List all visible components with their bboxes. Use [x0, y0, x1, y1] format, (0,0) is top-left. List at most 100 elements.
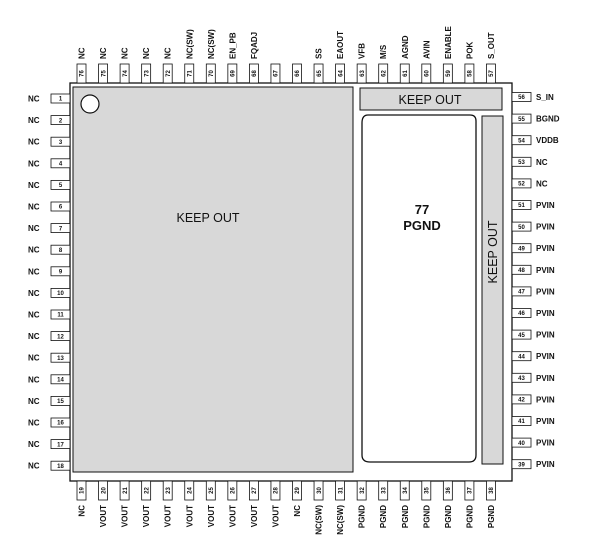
pin1-marker	[80, 94, 100, 114]
pin-label-30: NC(SW)	[315, 505, 324, 535]
pin-number-59: 59	[446, 70, 452, 77]
pin-box-32	[356, 480, 367, 501]
pin-label-1: NC	[28, 95, 40, 104]
pin-label-31: NC(SW)	[336, 505, 345, 535]
pin-number-3: 3	[59, 140, 63, 146]
pin-number-16: 16	[57, 421, 64, 427]
pin-number-32: 32	[360, 487, 366, 494]
pin-box-64	[335, 63, 346, 84]
pin-label-50: PVIN	[536, 223, 555, 232]
pin-number-47: 47	[518, 290, 525, 296]
pin-label-7: NC	[28, 224, 40, 233]
pin-box-27	[248, 480, 259, 501]
pin-number-21: 21	[123, 487, 129, 494]
pin-label-5: NC	[28, 181, 40, 190]
pin-box-24	[184, 480, 195, 501]
pin-label-29: NC	[293, 505, 302, 517]
pin-box-5	[50, 179, 71, 190]
pin-box-49	[511, 243, 532, 254]
pin-label-41: PVIN	[536, 417, 555, 426]
pin-box-67	[270, 63, 281, 84]
pin-number-24: 24	[187, 487, 193, 494]
pin-box-65	[313, 63, 324, 84]
pin-box-39	[511, 459, 532, 470]
pin-number-22: 22	[144, 487, 150, 494]
pin-number-17: 17	[57, 442, 64, 448]
pin-label-34: PGND	[401, 505, 410, 528]
pin-number-1: 1	[59, 97, 63, 103]
pin-box-34	[399, 480, 410, 501]
pin-label-65: SS	[315, 48, 324, 59]
pin-box-28	[270, 480, 281, 501]
pin-box-57	[486, 63, 496, 84]
pin-number-36: 36	[446, 487, 452, 494]
pin-number-34: 34	[403, 487, 409, 494]
pin-number-46: 46	[518, 311, 525, 317]
pin-number-11: 11	[57, 313, 64, 319]
pin-label-73: NC	[142, 47, 151, 59]
pin-number-65: 65	[317, 70, 323, 77]
pin-number-23: 23	[166, 487, 172, 494]
pin-label-72: NC	[164, 47, 173, 59]
pin-label-45: PVIN	[536, 331, 555, 340]
pin-label-60: AVIN	[422, 40, 431, 59]
pin-label-46: PVIN	[536, 309, 555, 318]
pin-box-58	[464, 63, 475, 84]
pin-number-29: 29	[295, 487, 301, 494]
pin-number-54: 54	[518, 138, 525, 144]
pin-box-71	[184, 63, 195, 84]
pin-label-26: VOUT	[228, 505, 237, 527]
pin-number-57: 57	[489, 70, 495, 77]
pin-number-58: 58	[468, 70, 474, 77]
pin-box-30	[313, 480, 324, 501]
pin-number-50: 50	[518, 225, 525, 231]
pin-number-53: 53	[518, 160, 525, 166]
pin-number-60: 60	[425, 70, 431, 77]
pin-label-55: BGND	[536, 115, 560, 124]
pin-label-76: NC	[78, 47, 87, 59]
pin-box-46	[511, 308, 532, 318]
pin-label-15: NC	[28, 397, 40, 406]
pin-number-70: 70	[209, 70, 215, 77]
pin-label-59: ENABLE	[444, 25, 453, 59]
pin-label-57: S_OUT	[487, 32, 496, 59]
pin-box-19	[76, 480, 87, 501]
pgnd-pad-number: 77	[415, 202, 429, 217]
pin-number-74: 74	[123, 70, 129, 77]
pin-label-6: NC	[28, 203, 40, 212]
pin-box-68	[248, 63, 259, 84]
pin-label-13: NC	[28, 354, 40, 363]
pin-box-17	[50, 439, 71, 450]
pin-box-41	[511, 416, 532, 426]
pin-label-9: NC	[28, 267, 40, 276]
pin-number-37: 37	[468, 487, 474, 494]
pin-box-55	[511, 113, 532, 124]
pin-box-20	[98, 480, 108, 501]
pin-box-44	[511, 351, 532, 362]
pin-box-37	[464, 480, 475, 501]
pin-label-12: NC	[28, 332, 40, 341]
pin-number-71: 71	[187, 70, 193, 77]
pin-number-30: 30	[317, 487, 323, 494]
pin-box-38	[486, 480, 496, 501]
pin-label-62: M/S	[379, 44, 388, 59]
pin-number-41: 41	[518, 419, 525, 425]
pin-box-50	[511, 221, 532, 232]
pin-number-5: 5	[59, 183, 63, 189]
pin-box-70	[205, 63, 216, 84]
pin-number-6: 6	[59, 205, 63, 211]
keepout-vertical-label: KEEP OUT	[486, 220, 500, 283]
pin-label-28: VOUT	[271, 505, 280, 527]
pin-number-49: 49	[518, 246, 525, 252]
pin-label-24: VOUT	[185, 505, 194, 527]
pin-box-59	[442, 63, 453, 84]
pin-label-74: NC	[121, 47, 130, 59]
pin-label-44: PVIN	[536, 352, 555, 361]
pin-box-3	[50, 136, 71, 147]
pin-box-36	[442, 480, 453, 501]
pin-label-37: PGND	[465, 505, 474, 528]
pin-number-72: 72	[166, 70, 172, 77]
pin-box-12	[50, 331, 71, 342]
pin-label-68: FQADJ	[250, 32, 259, 59]
